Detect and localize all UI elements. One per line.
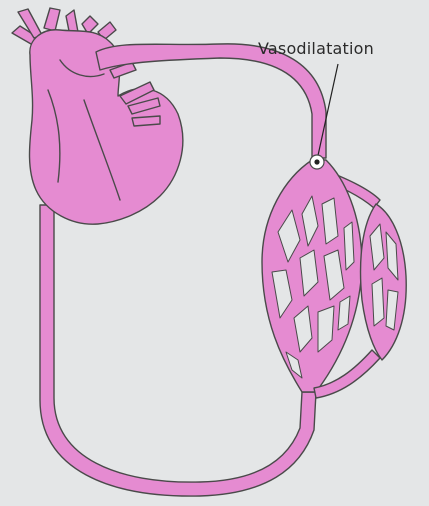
capillary-bed-secondary xyxy=(361,204,407,360)
heart-icon xyxy=(12,8,183,224)
capillary-bed xyxy=(262,160,362,392)
vasodilatation-label: Vasodilatation xyxy=(258,39,374,59)
